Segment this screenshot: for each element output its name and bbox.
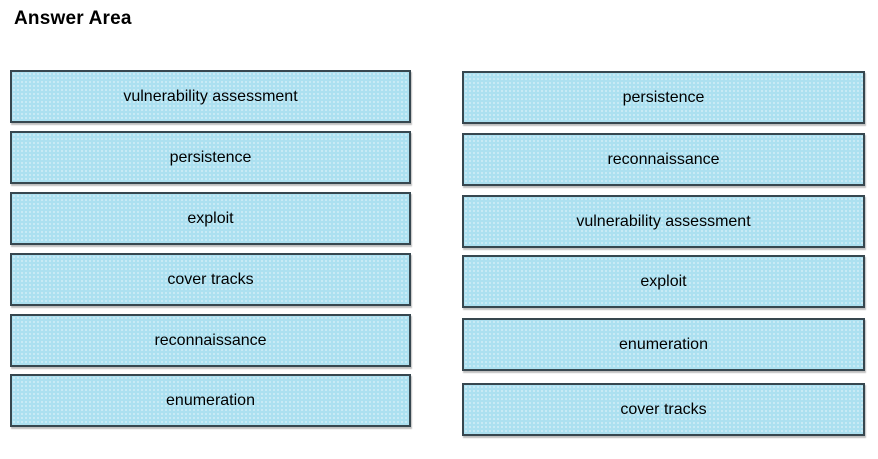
drag-item[interactable]: persistence <box>10 131 411 184</box>
drag-item[interactable]: reconnaissance <box>10 314 411 367</box>
left-column: vulnerability assessment persistence exp… <box>10 0 411 459</box>
drop-item[interactable]: reconnaissance <box>462 133 865 186</box>
right-column: persistence reconnaissance vulnerability… <box>462 0 865 459</box>
drop-item[interactable]: vulnerability assessment <box>462 195 865 248</box>
drag-item[interactable]: enumeration <box>10 374 411 427</box>
page-title: Answer Area <box>14 8 132 29</box>
drag-item[interactable]: exploit <box>10 192 411 245</box>
drop-item[interactable]: exploit <box>462 255 865 308</box>
drag-item[interactable]: vulnerability assessment <box>10 70 411 123</box>
drag-item[interactable]: cover tracks <box>10 253 411 306</box>
drop-item[interactable]: cover tracks <box>462 383 865 436</box>
drop-item[interactable]: enumeration <box>462 318 865 371</box>
drop-item[interactable]: persistence <box>462 71 865 124</box>
